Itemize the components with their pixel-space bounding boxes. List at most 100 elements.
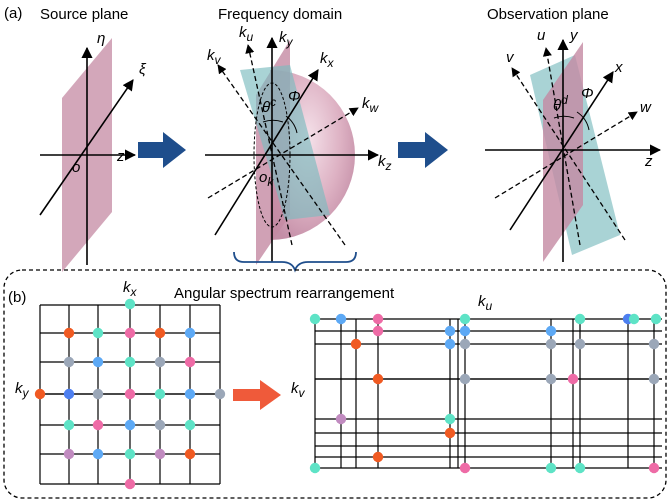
sample-point <box>184 388 196 400</box>
sample-point <box>92 327 104 339</box>
sample-point <box>124 356 136 368</box>
panel-b-title: Angular spectrum rearrangement <box>174 285 395 302</box>
panel-b-label: (b) <box>8 289 26 306</box>
sample-point <box>92 419 104 431</box>
sample-point <box>545 462 557 474</box>
transform-arrow-2 <box>398 132 448 168</box>
sample-point <box>545 325 557 337</box>
freq-kz-label: kz <box>378 153 392 173</box>
sample-point <box>372 373 384 385</box>
sample-point <box>63 419 75 431</box>
source-plane-diagram: Source plane η ξ z o <box>39 6 147 272</box>
panel-b-frame <box>3 269 667 499</box>
freq-origin-label: ok <box>259 169 274 189</box>
obs-phi-arc <box>576 111 590 131</box>
frequency-domain-diagram: Frequency domain ku ky kv kx kw <box>205 6 392 273</box>
sample-point <box>545 373 557 385</box>
sample-point <box>350 338 362 350</box>
obs-y-label: y <box>569 27 579 44</box>
freq-ku-axis <box>245 44 293 246</box>
obs-v-axis <box>511 67 626 241</box>
obs-z-label: z <box>644 153 653 170</box>
sample-point <box>567 373 579 385</box>
sample-point <box>650 313 662 325</box>
source-plane-title: Source plane <box>40 6 128 23</box>
sample-point <box>574 462 586 474</box>
sample-point <box>648 462 660 474</box>
source-origin-label: o <box>72 159 80 176</box>
sample-point <box>372 451 384 463</box>
obs-w-label: w <box>640 99 652 116</box>
sample-point <box>124 419 136 431</box>
freq-kw-axis <box>207 107 359 199</box>
uniform-grid-samples <box>34 298 226 490</box>
right-ku-label: ku <box>478 293 493 313</box>
frequency-domain-title: Frequency domain <box>218 6 342 23</box>
sample-point <box>63 448 75 460</box>
freq-kx-axis <box>214 69 319 236</box>
sample-point <box>34 388 46 400</box>
sample-point <box>154 388 166 400</box>
sample-point <box>648 338 660 350</box>
freq-kv-label: kv <box>207 47 222 67</box>
obs-w-axis <box>494 111 638 199</box>
sample-point <box>124 298 136 310</box>
sample-point <box>124 327 136 339</box>
freq-phi-arc <box>285 115 298 134</box>
sample-point <box>184 327 196 339</box>
sample-point <box>154 356 166 368</box>
freq-kv-axis <box>217 64 346 246</box>
sample-point <box>444 413 456 425</box>
rearrangement-arrow <box>233 380 281 410</box>
freq-kw-label: kw <box>362 95 380 115</box>
sample-point <box>184 448 196 460</box>
rearranged-grid-samples <box>309 313 662 474</box>
sample-point <box>63 327 75 339</box>
sample-point <box>459 462 471 474</box>
sample-point <box>124 478 136 490</box>
left-ky-label: ky <box>15 380 30 400</box>
obs-v-label: v <box>506 49 515 66</box>
sample-point <box>444 427 456 439</box>
sample-point <box>63 356 75 368</box>
sample-point <box>459 325 471 337</box>
sample-point <box>309 313 321 325</box>
freq-ku-label: ku <box>239 24 254 44</box>
sample-point <box>335 313 347 325</box>
source-z-label: z <box>116 148 125 165</box>
freq-theta-label: θc <box>262 95 276 116</box>
sample-point <box>372 325 384 337</box>
rearranged-spectrum-grid: ku kv <box>291 293 662 474</box>
left-kx-label: kx <box>123 279 138 299</box>
sample-point <box>628 313 640 325</box>
sample-point <box>154 327 166 339</box>
source-eta-label: η <box>97 30 105 47</box>
panel-b: (b) Angular spectrum rearrangement kx ky… <box>3 269 667 499</box>
rearranged-grid-lines <box>314 318 662 469</box>
transform-arrow-1 <box>138 132 186 168</box>
sample-point <box>459 313 471 325</box>
sample-point <box>124 448 136 460</box>
uniform-spectrum-grid: kx ky <box>15 279 226 490</box>
sample-point <box>574 338 586 350</box>
sample-point <box>124 388 136 400</box>
panel-a: (a) Source plane η ξ z o Frequency domai… <box>4 5 662 273</box>
sample-point <box>459 338 471 350</box>
sample-point <box>459 373 471 385</box>
obs-x-axis <box>509 71 614 231</box>
sample-point <box>335 413 347 425</box>
sample-point <box>648 373 660 385</box>
freq-theta-arc <box>262 119 284 123</box>
sample-point <box>92 388 104 400</box>
source-xi-label: ξ <box>139 61 147 78</box>
obs-u-label: u <box>537 27 546 44</box>
sample-point <box>545 338 557 350</box>
sample-point <box>154 419 166 431</box>
obs-theta-label: θd <box>553 93 568 114</box>
sample-point <box>92 448 104 460</box>
panel-a-label: (a) <box>4 5 22 22</box>
sample-point <box>214 388 226 400</box>
sample-point <box>444 338 456 350</box>
sample-point <box>372 313 384 325</box>
